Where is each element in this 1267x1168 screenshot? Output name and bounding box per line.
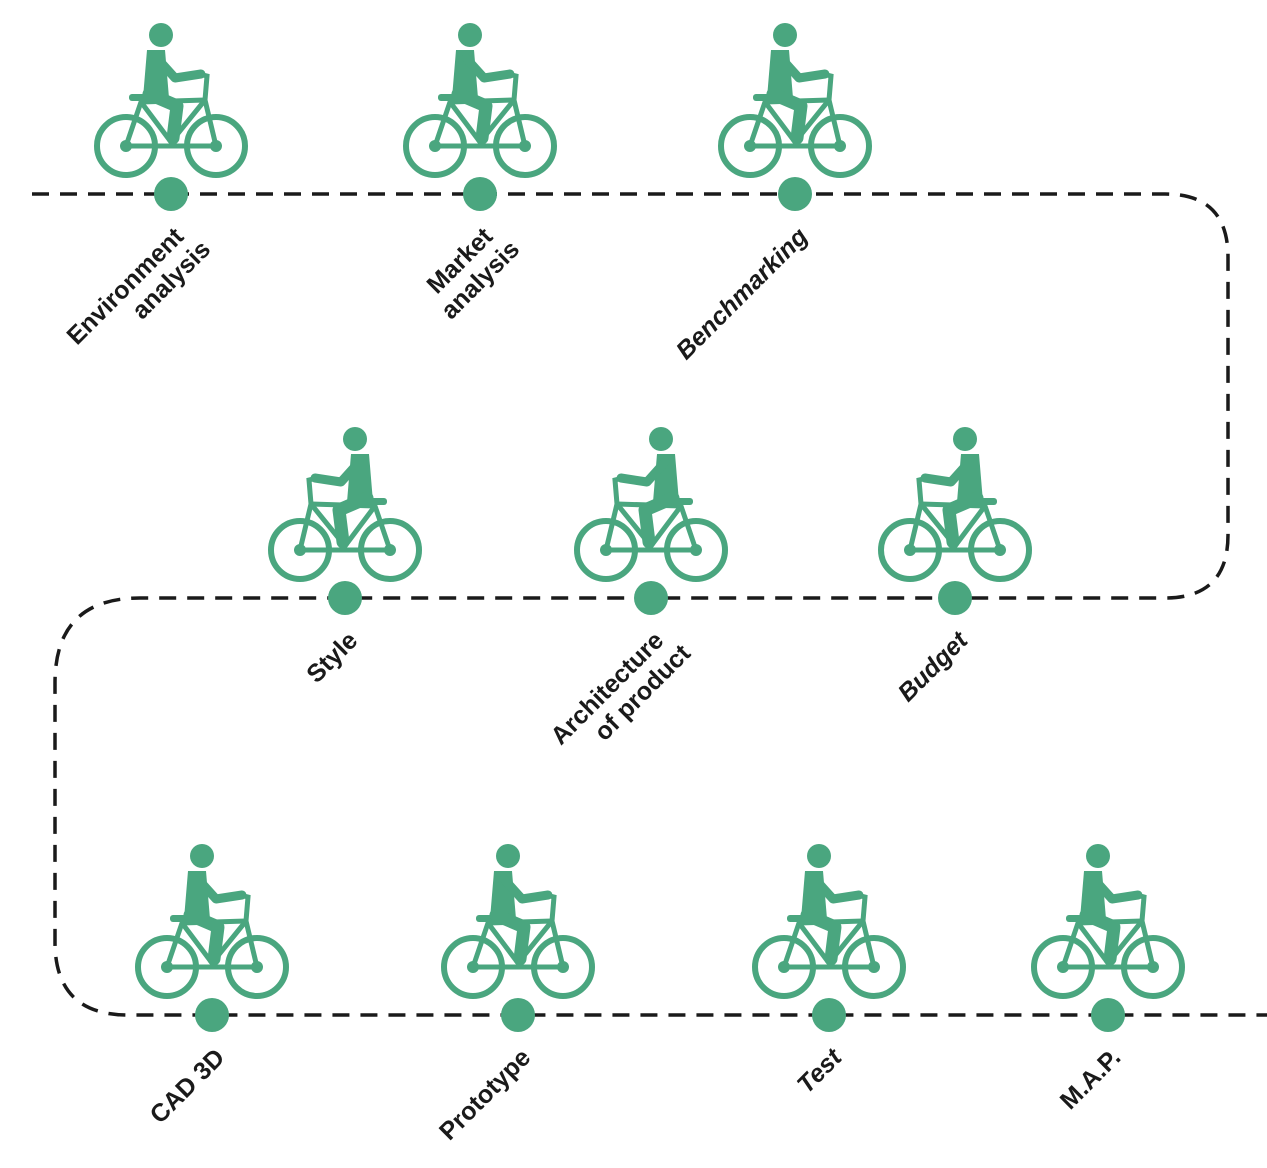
step-label: Test	[792, 1042, 849, 1099]
step-cad-3d: CAD 3D	[138, 844, 286, 1129]
milestone-dot	[938, 581, 972, 615]
cyclist-icon	[577, 427, 725, 579]
step-market-analysis: Marketanalysis	[406, 23, 554, 325]
step-label: Prototype	[434, 1043, 536, 1145]
step-label-line: Benchmarking	[671, 222, 814, 365]
cyclist-icon	[755, 844, 903, 996]
step-style: Style	[271, 427, 419, 689]
milestone-dot	[812, 998, 846, 1032]
milestone-dot	[195, 998, 229, 1032]
cyclist-icon	[138, 844, 286, 996]
step-label: M.A.P.	[1055, 1043, 1127, 1115]
step-label: CAD 3D	[145, 1043, 231, 1129]
step-label-line: Prototype	[434, 1043, 536, 1145]
milestone-dot	[463, 177, 497, 211]
cyclist-icon	[271, 427, 419, 579]
cyclist-icon	[881, 427, 1029, 579]
cyclist-icon	[444, 844, 592, 996]
step-prototype: Prototype	[434, 844, 592, 1146]
step-label-line: Test	[792, 1042, 849, 1099]
milestone-dot	[328, 581, 362, 615]
cyclist-icon	[97, 23, 245, 175]
step-label-line: M.A.P.	[1055, 1043, 1127, 1115]
step-budget: Budget	[881, 427, 1029, 707]
step-label: Environmentanalysis	[61, 215, 216, 370]
steps-layer: Environmentanalysis Marketanalysis Benchma…	[61, 23, 1182, 1146]
step-label: Benchmarking	[671, 222, 814, 365]
milestone-dot	[501, 998, 535, 1032]
cyclist-icon	[406, 23, 554, 175]
step-label-line: CAD 3D	[145, 1043, 231, 1129]
process-path	[32, 192, 1267, 1017]
step-label: Marketanalysis	[416, 215, 525, 324]
step-label: Architectureof product	[545, 619, 696, 770]
milestone-dot	[778, 177, 812, 211]
step-label: Budget	[893, 625, 975, 707]
step-label: Style	[301, 626, 363, 688]
milestone-dot	[1091, 998, 1125, 1032]
step-label-line: Budget	[893, 625, 975, 707]
cyclist-icon	[721, 23, 869, 175]
step-map: M.A.P.	[1034, 844, 1182, 1115]
milestone-dot	[634, 581, 668, 615]
cyclist-icon	[1034, 844, 1182, 996]
milestone-dot	[154, 177, 188, 211]
step-label-line: Style	[301, 626, 363, 688]
step-environment-analysis: Environmentanalysis	[61, 23, 245, 370]
step-test: Test	[755, 844, 903, 1099]
